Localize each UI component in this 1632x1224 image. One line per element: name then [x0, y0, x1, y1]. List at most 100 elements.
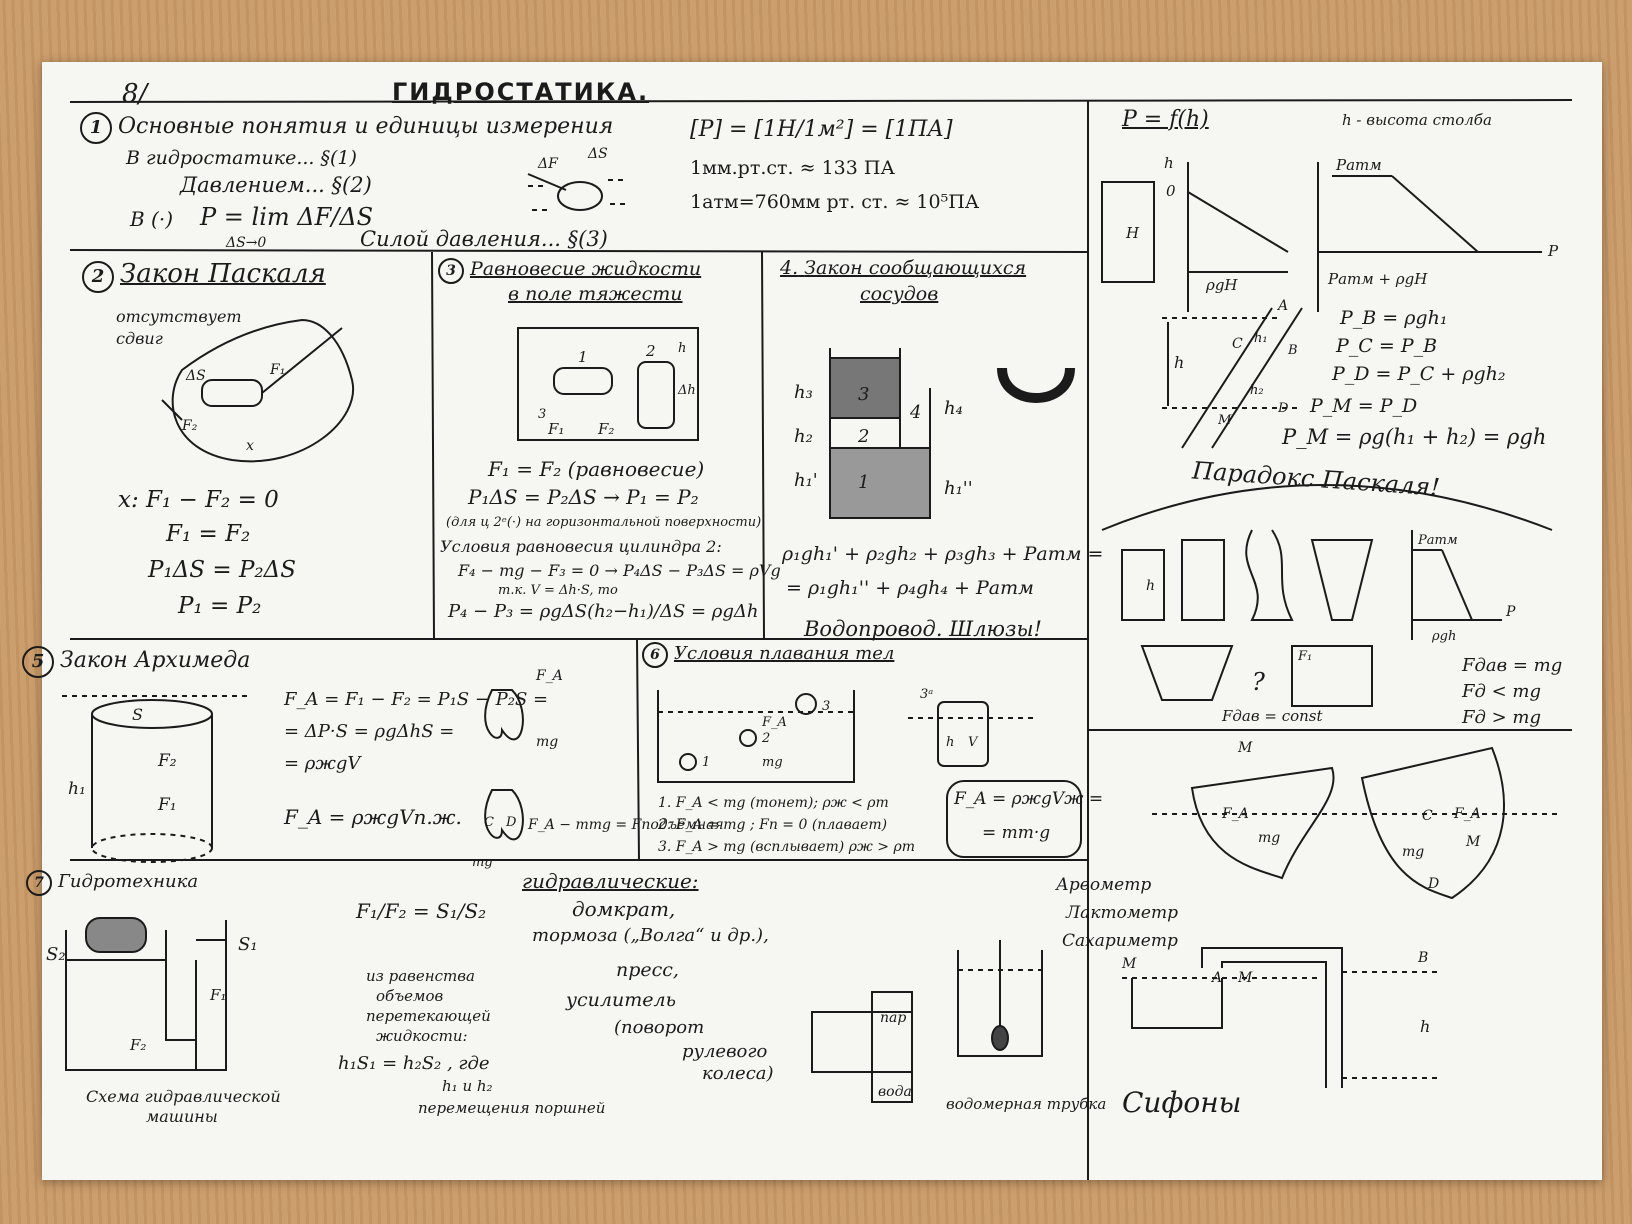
s4-footer: Водопровод. Шлюзы! — [804, 617, 1042, 641]
s1-line-hydrostatics: В гидростатике... §(1) — [126, 147, 357, 169]
s3-equilibrium-sketch: 1 2 h Δh 3 F₁ F₂ — [517, 327, 699, 441]
s2-label-f1: F₁ — [269, 362, 285, 378]
s4-label-2: 2 — [857, 426, 869, 447]
s6-label-3: 3 — [822, 699, 830, 714]
s7-label-steam: пар — [880, 1010, 906, 1026]
s5-eq-2: = ΔP·S = ρgΔhS = — [284, 721, 455, 742]
s5-label-h1: h₁ — [68, 779, 86, 799]
r-siphon-label-b: B — [1417, 950, 1428, 966]
s2-note-absent: отсутствует — [116, 307, 242, 326]
s3-eq-6: т.к. V = Δh·S, то — [498, 583, 618, 598]
r-paradox-label-h: h — [1146, 578, 1155, 594]
s1-line-pressure: Давлением... §(2) — [180, 173, 372, 197]
s5-eq-4: F_A = ρжgVп.ж. — [284, 805, 462, 829]
s6-label-fa: F_A — [761, 715, 787, 730]
s3-label-f1: F₁ — [547, 420, 564, 438]
s2-eq-2: F₁ = F₂ — [166, 521, 251, 547]
s1-label-ds: ΔS — [587, 146, 608, 162]
s1-limit: ΔS→0 — [226, 235, 267, 251]
r-label-h-incline: h — [1174, 353, 1184, 372]
s7-hydraulic-2: тормоза („Волга“ и др.), — [532, 925, 769, 946]
r-siphon-sketch: M A M B h — [1121, 947, 1442, 1088]
r-pfh-title: P = f(h) — [1122, 107, 1209, 132]
r-siphon-label-h: h — [1420, 1017, 1430, 1036]
s4-vessels-sketch: h₃ 3 h₂ 2 h₁' 1 4 h₄ h₁'' — [794, 348, 1075, 519]
r-paradox-label-rhogh: ρgh — [1431, 629, 1456, 644]
r-label-patm-plus: Pатм + ρgH — [1327, 270, 1428, 288]
s7-hydraulic-5: (поворот — [614, 1017, 705, 1038]
s3-label-1: 1 — [578, 348, 588, 366]
s1-pressure-formula: P = lim ΔF/ΔS — [200, 203, 374, 231]
s2-eq-3: P₁ΔS = P₂ΔS — [148, 557, 297, 583]
s1-force-of-pressure: Силой давления... §(3) — [360, 227, 608, 251]
section-grid-lines — [69, 99, 1573, 1180]
s1-label-df: ΔF — [537, 156, 559, 172]
r-boat-label-d: D — [1427, 876, 1439, 892]
s4-label-3: 3 — [858, 384, 869, 405]
s5-cylinder-sketch: S F₂ F₁ h₁ — [62, 695, 252, 863]
r-boat-label-c: C — [1422, 808, 1433, 824]
s7-hydraulic-7: колеса) — [702, 1063, 774, 1084]
s6-label-h: h — [946, 735, 954, 750]
s7-hydrometer-sketch — [957, 940, 1043, 1057]
s7-meter-3: Сахариметр — [1062, 931, 1178, 951]
r-paradox-fdav: Fдав = const — [1222, 707, 1323, 725]
s1-pressure-sketch: ΔF ΔS — [527, 146, 630, 211]
s4-label-h2: h₂ — [794, 426, 813, 447]
r-label-d: D — [1277, 401, 1289, 416]
s5-label-c: C — [484, 815, 494, 830]
section-4-heading: 4. Закон сообщающихся — [780, 257, 1027, 279]
r-incline-eq-3: P_D = P_C + ρgh₂ — [1332, 363, 1506, 385]
r-paradox-label-f1: F₁ — [1297, 649, 1312, 664]
r-label-H: H — [1125, 224, 1140, 242]
r-label-h: h — [1164, 154, 1174, 172]
s2-note-shear: сдвиг — [116, 329, 163, 348]
s1-mmhg: 1мм.рт.ст. ≈ 133 ПА — [690, 157, 895, 179]
s7-eq-note-2: перемещения поршней — [418, 1099, 606, 1117]
s3-eq-7: P₄ − P₃ = ρgΔS(h₂−h₁)/ΔS = ρgΔh — [448, 601, 759, 622]
r-incline-sketch: A h₁ B C h h₂ M D — [1162, 298, 1303, 449]
s5-label-mg: mg — [536, 734, 558, 750]
s5-body-sketches: F_A mg C D mg — [472, 668, 563, 870]
r-incline-eq-2: P_C = P_B — [1336, 335, 1438, 357]
s1-unit: [P] = [1Н/1м²] = [1ПА] — [690, 117, 953, 142]
s6-label-2: 2 — [761, 731, 770, 746]
s4-label-4: 4 — [909, 402, 921, 423]
s7-hydraulic-title: гидравлические: — [522, 869, 699, 893]
r-boat-label-fa1: F_A — [1221, 806, 1249, 822]
s5-eq-3: = ρжgV — [284, 753, 361, 774]
r-label-h1: h₁ — [1254, 331, 1268, 346]
s2-eq-4: P₁ = P₂ — [178, 593, 262, 619]
r-paradox-label-question: ? — [1252, 668, 1265, 696]
s7-note-2: объемов — [376, 987, 444, 1005]
s7-eq-note-1: h₁ и h₂ — [442, 1077, 493, 1095]
s5-label-d: D — [505, 815, 517, 830]
s3-eq-5: F₄ − mg − F₃ = 0 → P₄ΔS − P₃ΔS = ρVg — [458, 561, 781, 580]
r-label-h2: h₂ — [1250, 383, 1264, 398]
section-4-heading-line-2: сосудов — [860, 283, 939, 305]
s4-label-h1prime: h₁' — [794, 470, 818, 491]
s3-eq-4: Условия равновесия цилиндра 2: — [440, 537, 722, 556]
r-incline-eq-5: P_M = ρg(h₁ + h₂) = ρgh — [1282, 425, 1547, 449]
r-boat-label-mg1: mg — [1258, 830, 1280, 846]
r-paradox-label-patm: Pатм — [1417, 533, 1458, 548]
r-label-rhogH: ρgH — [1205, 276, 1238, 294]
s2-label-f2: F₂ — [181, 418, 198, 434]
s3-label-3: 3 — [538, 407, 546, 422]
r-siphon-label-m1: M — [1121, 956, 1137, 972]
r-height-note: h - высота столба — [1342, 111, 1492, 129]
r-paradox-vessels: h Pатм P ρgh F₁ ? — [1121, 529, 1516, 707]
page-number: 8/ — [122, 79, 148, 109]
r-label-zero: 0 — [1166, 182, 1176, 200]
r-paradox-label-p: P — [1505, 604, 1516, 620]
s6-label-3a: 3ᵃ — [920, 687, 933, 702]
s7-hydraulic-6: рулевого — [682, 1041, 768, 1062]
s3-eq-2: P₁ΔS = P₂ΔS → P₁ = P₂ — [468, 485, 699, 509]
r-boats-sketch: M F_A mg C M F_A mg D — [1152, 740, 1562, 900]
r-boat-label-fa2: F_A — [1453, 806, 1481, 822]
r-siphon-label-a: A — [1210, 970, 1222, 986]
s5-label-f1: F₁ — [157, 795, 177, 815]
